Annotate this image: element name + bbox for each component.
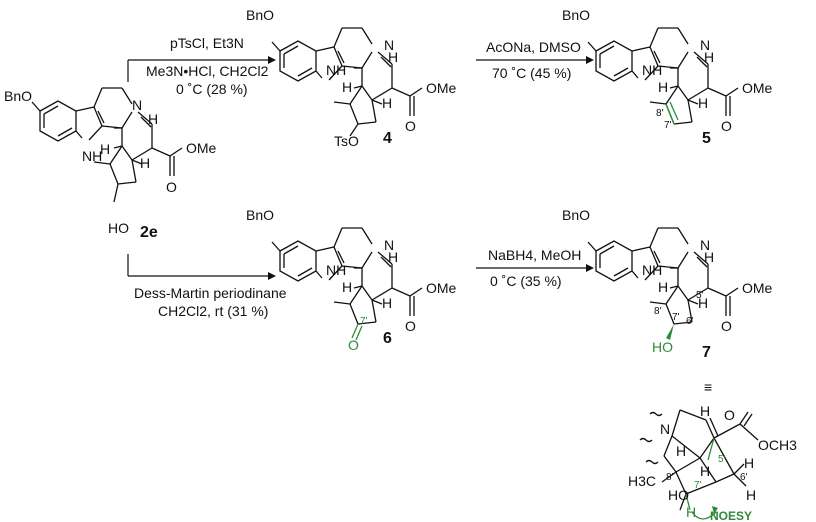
c7-pos-5: 5' bbox=[696, 290, 704, 301]
c4-o: O bbox=[405, 118, 416, 134]
c7-nh: NH bbox=[642, 262, 662, 278]
conformer-h4: H bbox=[744, 455, 754, 471]
compound-2e bbox=[31, 87, 183, 203]
c2e-bno: BnO bbox=[4, 88, 32, 104]
c2e-nh: NH bbox=[82, 148, 102, 164]
conformer-h3c: H3C bbox=[628, 473, 656, 489]
c7-n: N bbox=[700, 237, 710, 253]
c6-h1: H bbox=[388, 249, 398, 265]
compound-4 bbox=[271, 27, 423, 137]
c2e-n: N bbox=[132, 97, 142, 113]
c4-n: N bbox=[384, 37, 394, 53]
c5-bno: BnO bbox=[562, 7, 590, 23]
c7-h1: H bbox=[704, 249, 714, 265]
reaction-1-line3: 0 ˚C (28 %) bbox=[176, 81, 248, 97]
c6-n: N bbox=[384, 237, 394, 253]
reaction-1-line2: Me3N•HCl, CH2Cl2 bbox=[146, 63, 269, 79]
conformer-pos-6: 6' bbox=[740, 472, 748, 483]
reaction-3-line2: CH2Cl2, rt (31 %) bbox=[158, 303, 268, 319]
equivalence-symbol: ≡ bbox=[704, 379, 712, 395]
compound-6 bbox=[271, 227, 423, 341]
c2e-o: O bbox=[166, 179, 177, 195]
c6-o: O bbox=[405, 318, 416, 334]
c7-pos-7: 7' bbox=[672, 312, 680, 323]
conformer-h2: H bbox=[676, 443, 686, 459]
c4-tso: TsO bbox=[334, 133, 359, 149]
c6-bno: BnO bbox=[246, 207, 274, 223]
c4-nh: NH bbox=[326, 62, 346, 78]
reaction-4-arrow bbox=[476, 264, 594, 272]
c6-ome: OMe bbox=[426, 280, 457, 296]
c5-nh: NH bbox=[642, 62, 662, 78]
c2e-label: 2e bbox=[140, 224, 158, 241]
c7-h2: H bbox=[658, 279, 668, 295]
reaction-2-arrow bbox=[476, 56, 594, 64]
c4-h1: H bbox=[388, 49, 398, 65]
c7-pos-8: 8' bbox=[654, 306, 662, 317]
reaction-4-line1: NaBH4, MeOH bbox=[488, 247, 581, 263]
reaction-2-line1: AcONa, DMSO bbox=[486, 39, 581, 55]
c6-ketone-o: O bbox=[348, 337, 359, 353]
c5-label: 5 bbox=[702, 130, 711, 147]
c4-h2: H bbox=[342, 79, 352, 95]
conformer-pos-8: 8' bbox=[666, 472, 674, 483]
c7-o: O bbox=[721, 318, 732, 334]
c6-nh: NH bbox=[326, 262, 346, 278]
noesy-label: NOESY bbox=[710, 509, 752, 522]
conformer-h3: H bbox=[700, 463, 710, 479]
c5-ome: OMe bbox=[742, 80, 773, 96]
c7-pos-6: 6' bbox=[686, 316, 694, 327]
c5-h3: H bbox=[698, 95, 708, 111]
compound-7 bbox=[587, 227, 739, 340]
c2e-h3: H bbox=[140, 155, 150, 171]
conformer-pos-7: 7' bbox=[694, 480, 702, 491]
c6-label: 6 bbox=[383, 330, 392, 347]
c2e-ome: OMe bbox=[186, 140, 217, 156]
reaction-2-line2: 70 ˚C (45 %) bbox=[492, 65, 571, 81]
conformer-h5: H bbox=[746, 487, 756, 503]
c5-h1: H bbox=[704, 49, 714, 65]
c6-h2: H bbox=[342, 279, 352, 295]
c7-ome: OMe bbox=[742, 280, 773, 296]
c5-h2: H bbox=[658, 79, 668, 95]
c6-pos-7: 7' bbox=[360, 316, 368, 327]
c5-o: O bbox=[721, 118, 732, 134]
conformer-h6: H bbox=[686, 504, 696, 520]
conformer-pos-5: 5' bbox=[718, 454, 726, 465]
reaction-1-line1: pTsCl, Et3N bbox=[170, 35, 244, 51]
c7-h3: H bbox=[698, 295, 708, 311]
reaction-1-arrow bbox=[127, 56, 276, 82]
reaction-3-line1: Dess-Martin periodinane bbox=[134, 285, 287, 301]
c7-label: 7 bbox=[702, 344, 711, 361]
compound-5 bbox=[587, 27, 739, 125]
c7-ho: HO bbox=[652, 339, 673, 355]
conformer-ho: HO bbox=[668, 487, 689, 503]
conformer-och3: OCH3 bbox=[758, 437, 797, 453]
conformer-n: N bbox=[660, 421, 670, 437]
c2e-ho: HO bbox=[108, 220, 129, 236]
conformer-o: O bbox=[724, 407, 735, 423]
c5-n: N bbox=[700, 37, 710, 53]
c4-label: 4 bbox=[383, 130, 392, 147]
conformer-h1: H bbox=[700, 403, 710, 419]
c2e-h2: H bbox=[100, 141, 110, 157]
c7-bno: BnO bbox=[562, 207, 590, 223]
c4-ome: OMe bbox=[426, 80, 457, 96]
c5-pos-7: 7' bbox=[664, 120, 672, 131]
c2e-h1: H bbox=[148, 111, 158, 127]
conformer-drawing bbox=[639, 409, 759, 520]
c4-bno: BnO bbox=[246, 7, 274, 23]
c5-pos-8: 8' bbox=[656, 108, 664, 119]
reaction-4-line2: 0 ˚C (35 %) bbox=[490, 273, 562, 289]
reaction-3-arrow bbox=[127, 254, 276, 280]
c4-h3: H bbox=[382, 95, 392, 111]
c6-h3: H bbox=[382, 295, 392, 311]
